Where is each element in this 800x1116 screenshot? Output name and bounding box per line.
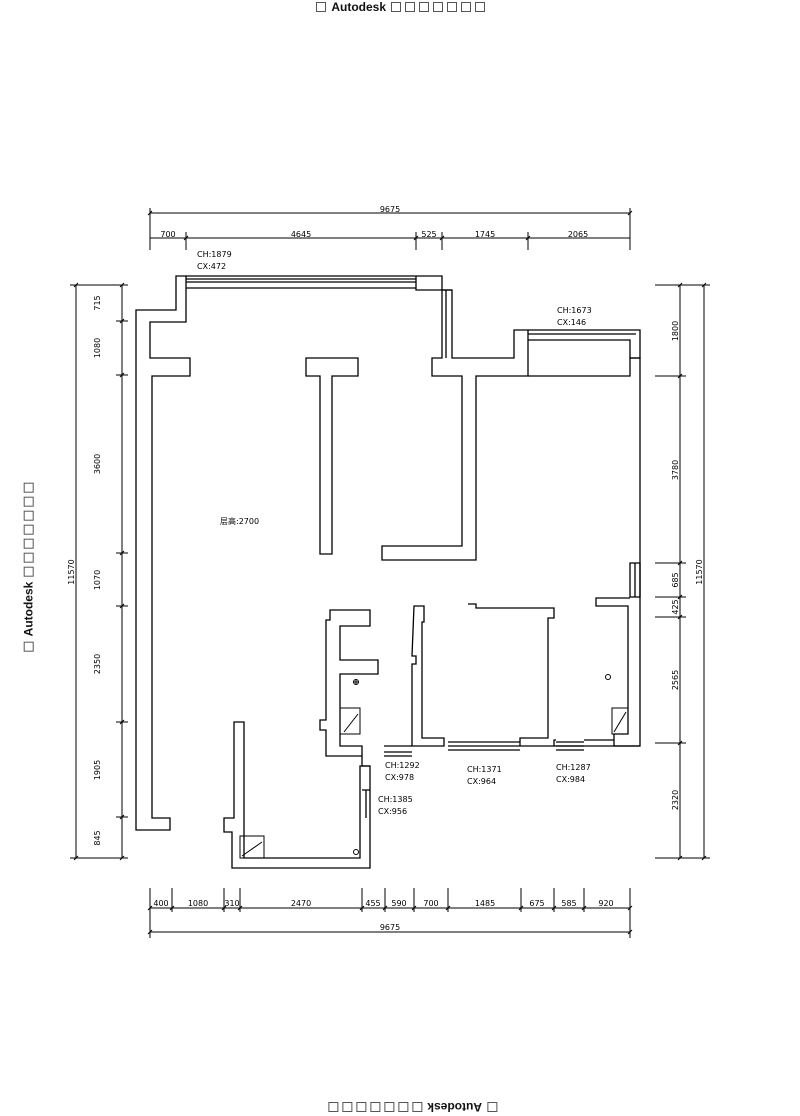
- drain-circle-3: [353, 849, 359, 855]
- bathroom-right-wall: [411, 605, 445, 747]
- bottom-segment-label: 675: [529, 899, 544, 908]
- bedroom2-wall: [468, 603, 556, 747]
- window-ch-label: CH:1287: [556, 763, 591, 772]
- right-segment-label: 2565: [671, 670, 680, 690]
- left-dimension-lines: [70, 282, 128, 861]
- left-dimension-text: 11570 715 1080 3600 1070 2350 1905 845: [67, 295, 102, 845]
- left-segment-label: 1905: [93, 760, 102, 780]
- left-segment-label: 3600: [93, 454, 102, 474]
- lower-room-wall: [223, 721, 371, 869]
- bottom-segment-label: 590: [391, 899, 406, 908]
- square-box-icon: [405, 2, 416, 12]
- top-dimension-lines: [147, 208, 633, 250]
- window-cx-label: CX:472: [197, 262, 226, 271]
- square-box-icon: [391, 2, 402, 12]
- north-window-wall: [186, 275, 416, 289]
- left-segment-label: 845: [93, 830, 102, 845]
- left-segment-label: 1070: [93, 570, 102, 590]
- bottom-segment-label: 2470: [291, 899, 311, 908]
- top-segment-label: 1745: [475, 230, 495, 239]
- door-swing-left: [339, 707, 361, 735]
- east-small-window: [442, 289, 452, 358]
- bottom-total-label: 9675: [380, 923, 400, 932]
- walls: [135, 275, 641, 869]
- watermark-brand: Autodesk: [331, 0, 387, 14]
- left-segment-label: 2350: [93, 654, 102, 674]
- top-segment-label: 525: [421, 230, 436, 239]
- east-window: [629, 562, 641, 598]
- lower-room-window: [362, 789, 370, 818]
- north-east-wall: [381, 275, 529, 561]
- bottom-segment-label: 700: [423, 899, 438, 908]
- bottom-segment-label: 455: [365, 899, 380, 908]
- drain-circle-2: [605, 674, 611, 680]
- door-swing-lower: [239, 835, 265, 859]
- door-swing-right: [611, 707, 629, 735]
- balcony-window: [528, 329, 641, 359]
- bottom-segment-label: 400: [153, 899, 168, 908]
- west-outer-wall: [135, 275, 191, 831]
- top-segment-label: 2065: [568, 230, 588, 239]
- south-window-2: [448, 741, 520, 751]
- fixtures: [239, 674, 629, 859]
- window-ch-label: CH:1371: [467, 765, 502, 774]
- bottom-segment-label: 310: [224, 899, 239, 908]
- bottom-segment-label: 1485: [475, 899, 495, 908]
- window-ch-label: CH:1385: [378, 795, 413, 804]
- window-cx-label: CX:146: [557, 318, 586, 327]
- central-column-wall: [305, 357, 359, 555]
- east-wall: [528, 357, 641, 747]
- south-window-1: [384, 745, 412, 757]
- bathroom-wall: [319, 609, 379, 757]
- top-total-label: 9675: [380, 205, 400, 214]
- window-cx-label: CX:964: [467, 777, 496, 786]
- bottom-dimension-text: 400 1080 310 2470 455 590 700 1485 675 5…: [153, 899, 613, 932]
- bottom-segment-label: 585: [561, 899, 576, 908]
- bottom-dimension-lines: [147, 888, 633, 938]
- right-segment-label: 2320: [671, 790, 680, 810]
- right-dimension-text: 11570 1800 3780 685 425 2565 2320: [671, 321, 704, 810]
- square-box-icon: [419, 2, 430, 12]
- bottom-segment-label: 1080: [188, 899, 208, 908]
- lower-room-divider: [361, 756, 370, 767]
- watermark-top: Autodesk: [314, 0, 487, 14]
- top-segment-label: 4645: [291, 230, 311, 239]
- right-segment-label: 685: [671, 572, 680, 587]
- left-segment-label: 1080: [93, 338, 102, 358]
- square-box-icon: [461, 2, 472, 12]
- right-segment-label: 1800: [671, 321, 680, 341]
- window-ch-label: CH:1879: [197, 250, 232, 259]
- right-dimension-lines: [655, 282, 710, 861]
- left-segment-label: 715: [93, 295, 102, 310]
- window-cx-label: CX:984: [556, 775, 585, 784]
- square-box-icon: [475, 2, 486, 12]
- ceiling-height-label: 层高:2700: [220, 516, 259, 526]
- square-box-icon: [433, 2, 444, 12]
- window-cx-label: CX:978: [385, 773, 414, 782]
- bottom-segment-label: 920: [598, 899, 613, 908]
- top-dimension-text: 9675 700 4645 525 1745 2065: [160, 205, 588, 239]
- window-ch-label: CH:1673: [557, 306, 592, 315]
- square-box-icon: [447, 2, 458, 12]
- left-total-label: 11570: [67, 559, 76, 584]
- window-annotations: CH:1879 CX:472 CH:1673 CX:146 CH:1292 CX…: [197, 250, 592, 816]
- right-segment-label: 3780: [671, 460, 680, 480]
- south-east-wall: [554, 739, 640, 747]
- window-cx-label: CX:956: [378, 807, 407, 816]
- right-total-label: 11570: [695, 559, 704, 584]
- right-segment-label: 425: [671, 599, 680, 614]
- square-box-icon: [316, 2, 326, 12]
- window-ch-label: CH:1292: [385, 761, 420, 770]
- top-segment-label: 700: [160, 230, 175, 239]
